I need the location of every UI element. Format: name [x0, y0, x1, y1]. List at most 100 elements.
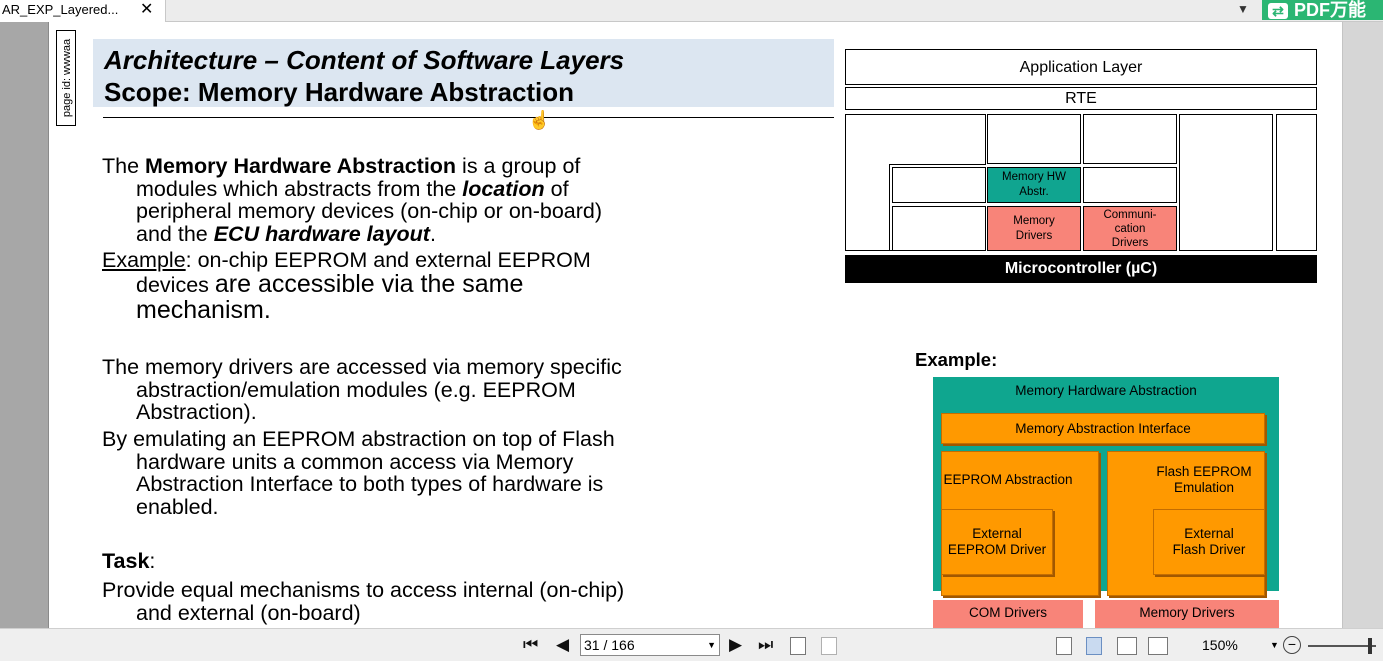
hand-cursor-icon: ☝ — [528, 110, 551, 130]
title-divider — [103, 117, 834, 118]
last-page-icon[interactable]: ⏭ — [758, 635, 774, 654]
memory-hw-abstraction-box: Memory HW Abstr. — [987, 167, 1081, 203]
tab-menu-icon[interactable]: ▼ — [1237, 2, 1249, 16]
external-flash-driver-box: External Flash Driver — [1153, 509, 1265, 575]
zoom-slider-handle[interactable] — [1368, 638, 1372, 654]
box-label: External EEPROM Driver — [947, 526, 1047, 557]
pdf-page: page id: wwwaa Architecture – Content of… — [48, 22, 1342, 628]
close-icon[interactable]: ✕ — [140, 1, 154, 18]
page-number-value: 31 / 166 — [584, 637, 635, 653]
text: peripheral memory devices (on-chip or on… — [136, 199, 603, 223]
text: are accessible via the same — [214, 269, 524, 298]
box-label: External Flash Driver — [1172, 526, 1246, 557]
communication-drivers-box: Communi- cation Drivers — [1083, 206, 1177, 251]
paragraph-emulation: By emulating an EEPROM abstraction on to… — [102, 428, 615, 518]
box-label: Communi- cation Drivers — [1103, 208, 1157, 249]
rotate-page-icon[interactable] — [790, 637, 806, 655]
page-id-box: page id: wwwaa — [56, 30, 76, 126]
chevron-down-icon[interactable]: ▼ — [707, 640, 716, 650]
next-page-icon[interactable]: ▶ — [729, 635, 743, 654]
text: and external (on-board) — [136, 600, 361, 625]
arch-cell — [892, 167, 986, 203]
text: The — [102, 154, 146, 178]
slide-title-box: Architecture – Content of Software Layer… — [93, 39, 834, 107]
scrollbar-thumb[interactable] — [1342, 22, 1383, 628]
text: : — [149, 549, 156, 573]
paragraph-drivers: The memory drivers are accessed via memo… — [102, 356, 622, 424]
continuous-view-icon[interactable] — [1086, 637, 1102, 655]
text: abstraction/emulation modules (e.g. EEPR… — [136, 377, 576, 402]
microcontroller-box: Microcontroller (µC) — [845, 255, 1317, 283]
text-bold: Memory Hardware Abstraction — [145, 154, 457, 178]
text: : on-chip EEPROM and external EEPROM — [185, 248, 591, 272]
arch-cell — [1083, 167, 1177, 203]
application-layer-box: Application Layer — [845, 49, 1317, 85]
text: hardware units a common access via Memor… — [136, 449, 574, 474]
facing-view-icon[interactable] — [1117, 637, 1137, 655]
paragraph-task: Provide equal mechanisms to access inter… — [102, 579, 624, 624]
document-tab[interactable]: AR_EXP_Layered... ✕ — [0, 0, 166, 22]
extract-page-icon[interactable] — [821, 637, 837, 655]
text: is a group of — [456, 154, 581, 178]
single-page-view-icon[interactable] — [1056, 637, 1072, 655]
arch-cell — [987, 114, 1081, 164]
arch-cell — [1276, 114, 1317, 251]
box-label: Memory HW Abstr. — [1002, 171, 1066, 198]
text-bold-italic: ECU hardware layout — [213, 221, 430, 246]
text: The memory drivers are accessed via memo… — [102, 355, 622, 379]
text: Provide equal mechanisms to access inter… — [102, 578, 625, 602]
text-bold-italic: location — [462, 176, 545, 201]
com-drivers-box: COM Drivers — [933, 600, 1083, 628]
example-label: Example — [102, 248, 186, 272]
box-label: Memory Drivers — [1013, 214, 1055, 242]
arch-cell — [892, 206, 986, 251]
tab-title: AR_EXP_Layered... — [2, 2, 119, 17]
task-label: Task — [102, 549, 150, 573]
arch-cell — [1179, 114, 1273, 251]
previous-page-icon[interactable]: ◀ — [556, 635, 570, 654]
zoom-out-icon[interactable]: − — [1283, 636, 1301, 654]
example-heading: Example: — [915, 349, 998, 370]
text: Abstraction). — [136, 400, 257, 424]
continuous-facing-view-icon[interactable] — [1148, 637, 1168, 655]
page-id: page id: wwwaa — [61, 38, 73, 118]
zoom-slider[interactable] — [1308, 645, 1376, 647]
paragraph-example: Example: on-chip EEPROM and external EEP… — [102, 249, 591, 323]
text: and the — [136, 221, 214, 246]
slide-subtitle: Scope: Memory Hardware Abstraction — [104, 77, 575, 107]
box-title: Memory Hardware Abstraction — [1015, 383, 1197, 398]
arch-cell — [1083, 114, 1177, 164]
page-number-input[interactable]: 31 / 166 ▼ — [580, 634, 720, 656]
task-heading: Task: — [102, 550, 155, 573]
convert-icon: ⇄ — [1268, 3, 1288, 20]
first-page-icon[interactable]: ⏮ — [523, 635, 539, 654]
vertical-scrollbar[interactable] — [1342, 22, 1383, 628]
slide-title: Architecture – Content of Software Layer… — [104, 45, 625, 75]
tab-bar: AR_EXP_Layered... ✕ ▼ ⇄ PDF万能 — [0, 0, 1383, 22]
text: By emulating an EEPROM abstraction on to… — [102, 427, 615, 451]
box-label: RTE — [1065, 90, 1097, 107]
text: devices — [136, 272, 215, 297]
pdf-converter-badge[interactable]: ⇄ PDF万能 — [1262, 0, 1383, 20]
box-label: Memory Abstraction Interface — [1015, 420, 1191, 436]
text: modules which abstracts from the — [136, 176, 463, 201]
memory-hardware-abstraction-box: Memory Hardware Abstraction Memory Abstr… — [933, 377, 1279, 596]
box-label: Application Layer — [1019, 58, 1143, 76]
memory-drivers-example-box: Memory Drivers — [1095, 600, 1279, 628]
paragraph-intro: The Memory Hardware Abstraction is a gro… — [102, 155, 602, 245]
bottom-toolbar: ⏮ ◀ 31 / 166 ▼ ▶ ⏭ 150% ▼ − — [0, 628, 1383, 661]
external-eeprom-driver-box: External EEPROM Driver — [941, 509, 1053, 575]
badge-label: PDF万能 — [1294, 0, 1366, 20]
text: . — [429, 221, 436, 246]
zoom-dropdown-icon[interactable]: ▼ — [1270, 640, 1279, 650]
zoom-level[interactable]: 150% — [1202, 637, 1238, 653]
text: Abstraction Interface to both types of h… — [136, 472, 604, 496]
text: mechanism. — [136, 295, 271, 324]
rte-box: RTE — [845, 87, 1317, 110]
box-label: EEPROM Abstraction — [943, 472, 1073, 487]
text: enabled. — [136, 494, 219, 519]
box-label: Flash EEPROM Emulation — [1156, 464, 1252, 495]
memory-abstraction-interface-box: Memory Abstraction Interface — [941, 413, 1265, 444]
memory-drivers-box: Memory Drivers — [987, 206, 1081, 251]
text: of — [544, 176, 569, 201]
